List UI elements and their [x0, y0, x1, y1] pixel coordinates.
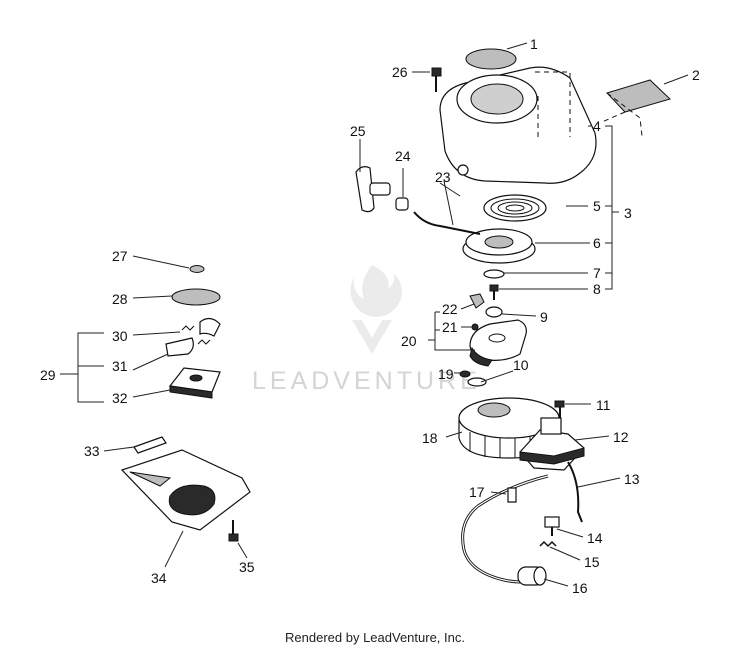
callout-13: 13	[624, 471, 640, 487]
callout-6: 6	[593, 235, 601, 251]
part-spring-15	[539, 540, 557, 548]
callout-7: 7	[593, 265, 601, 281]
part-washer-27	[189, 265, 205, 273]
callout-27: 27	[112, 248, 128, 264]
part-ratchet-plate	[469, 319, 527, 367]
callout-14: 14	[587, 530, 603, 546]
callout-15: 15	[584, 554, 600, 570]
part-spring-21	[471, 323, 479, 331]
callout-16: 16	[572, 580, 588, 596]
part-terminal-14	[544, 516, 560, 536]
part-washer-7	[483, 269, 505, 279]
part-cap	[465, 48, 517, 70]
part-washer-10	[467, 377, 487, 387]
part-screw-35	[228, 520, 239, 542]
callout-1: 1	[530, 36, 538, 52]
callout-24: 24	[395, 148, 411, 164]
part-recoil-spring	[483, 194, 547, 222]
callout-4: 4	[593, 118, 601, 134]
part-label-plate	[606, 79, 671, 113]
part-mount-32	[168, 367, 221, 399]
part-starter-handle	[355, 166, 391, 213]
callout-32: 32	[112, 390, 128, 406]
callout-25: 25	[350, 123, 366, 139]
callout-18: 18	[422, 430, 438, 446]
part-clip-17	[507, 487, 517, 503]
callout-3: 3	[624, 205, 632, 221]
callout-19: 19	[438, 366, 454, 382]
footer-credit: Rendered by LeadVenture, Inc.	[285, 630, 465, 645]
callout-10: 10	[513, 357, 529, 373]
callout-21: 21	[442, 319, 458, 335]
part-rope-bushing	[395, 197, 409, 211]
callout-9: 9	[540, 309, 548, 325]
callout-5: 5	[593, 198, 601, 214]
watermark-text: LEADVENTURE	[252, 367, 481, 395]
callout-26: 26	[392, 64, 408, 80]
part-ignition-module	[519, 417, 585, 471]
part-clutch-shoes	[165, 317, 221, 357]
part-gasket-33	[133, 436, 167, 454]
part-base-plate	[120, 449, 251, 531]
callout-11: 11	[596, 397, 611, 413]
callout-2: 2	[692, 67, 700, 83]
leader-lines	[60, 42, 689, 587]
callout-labels: 1 2 3 4 5 6 7 8 9 10 11 12 13 14 15 16 1…	[40, 36, 700, 596]
callout-8: 8	[593, 281, 601, 297]
callout-17: 17	[469, 484, 485, 500]
callout-29: 29	[40, 367, 56, 383]
part-nut-19	[459, 370, 471, 378]
part-plug-cap	[517, 566, 547, 586]
callout-30: 30	[112, 328, 128, 344]
part-starter-housing	[439, 66, 597, 184]
part-disc-28	[171, 288, 221, 306]
callout-35: 35	[239, 559, 255, 575]
callout-22: 22	[442, 301, 458, 317]
part-pawl-22	[469, 293, 485, 309]
callout-23: 23	[435, 169, 451, 185]
part-pulley	[462, 228, 536, 264]
callout-34: 34	[151, 570, 167, 586]
part-screw-26	[431, 67, 442, 92]
callout-28: 28	[112, 291, 128, 307]
callout-31: 31	[112, 358, 128, 374]
callout-12: 12	[613, 429, 629, 445]
part-nut-9	[485, 306, 503, 318]
callout-20: 20	[401, 333, 417, 349]
watermark-logo	[350, 265, 402, 354]
part-screw-8	[489, 284, 499, 300]
part-starter-rope	[413, 211, 481, 235]
callout-33: 33	[84, 443, 100, 459]
